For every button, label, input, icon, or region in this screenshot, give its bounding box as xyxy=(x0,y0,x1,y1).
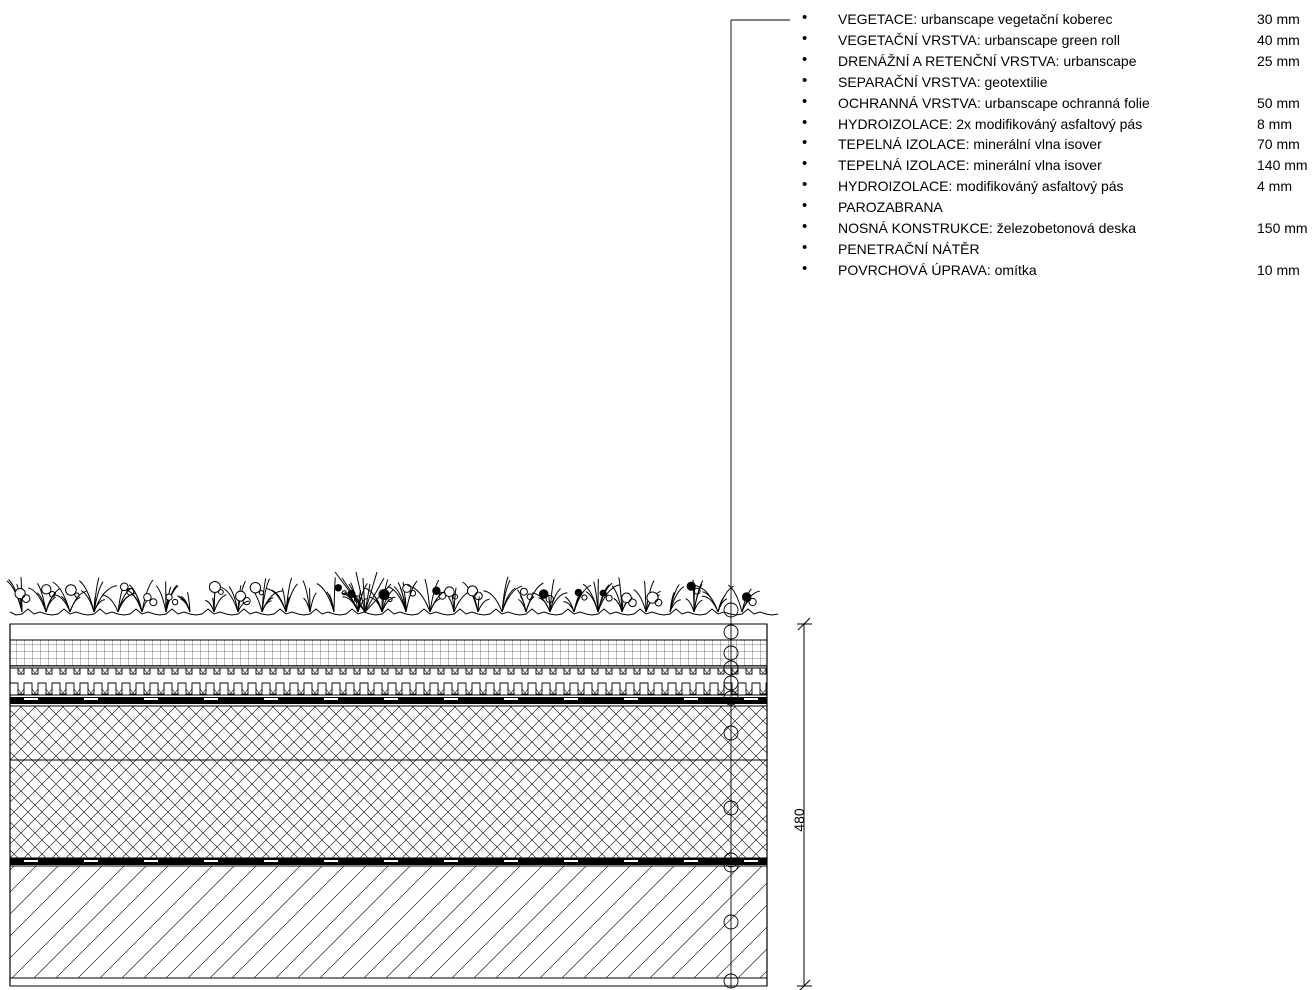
legend-item: • VEGETAČNÍ VRSTVA: urbanscape green roll… xyxy=(802,29,1314,52)
legend-item-thickness: 140 mm xyxy=(1257,157,1308,174)
legend-item-thickness: 8 mm xyxy=(1257,115,1292,132)
bullet-icon: • xyxy=(802,218,808,235)
bullet-icon: • xyxy=(802,29,808,47)
legend-item-name: VEGETACE: urbanscape vegetační koberec xyxy=(838,11,1113,27)
legend-item: • NOSNÁ KONSTRUKCE: železobetonová deska 1… xyxy=(802,218,1314,240)
bullet-icon: • xyxy=(802,197,808,215)
legend-item-name: OCHRANNÁ VRSTVA: urbanscape ochranná fol… xyxy=(838,94,1150,111)
legend-item: • TEPELNÁ IZOLACE: minerální vlna isover 7… xyxy=(802,134,1314,156)
vegetation-illustration xyxy=(6,571,779,616)
legend-item-name: TEPELNÁ IZOLACE: minerální vlna isover xyxy=(838,136,1102,153)
legend-item-thickness: 150 mm xyxy=(1257,220,1308,236)
bullet-icon: • xyxy=(802,50,808,68)
bullet-icon: • xyxy=(802,259,808,277)
vapour-barrier-layer xyxy=(10,858,767,865)
legend-item: • DRENÁŽNÍ A RETENČNÍ VRSTVA: urbanscape 2… xyxy=(802,50,1314,73)
bullet-icon: • xyxy=(802,9,808,26)
legend-item-thickness: 4 mm xyxy=(1257,178,1292,195)
legend-item-thickness: 40 mm xyxy=(1257,31,1300,48)
bullet-icon: • xyxy=(802,113,808,131)
legend-item-name: HYDROIZOLACE: 2x modifikováný asfaltový … xyxy=(838,115,1143,132)
legend-item: • SEPARAČNÍ VRSTVA: geotextilie xyxy=(802,71,1314,94)
legend-item-thickness: 70 mm xyxy=(1257,136,1300,153)
insulation-layer-2 xyxy=(9,759,768,859)
layer-section xyxy=(9,623,768,987)
legend-item-thickness: 10 mm xyxy=(1257,261,1300,278)
bullet-icon: • xyxy=(802,238,808,256)
bullet-icon: • xyxy=(802,176,808,194)
insulation-layer-1 xyxy=(9,705,768,761)
bullet-icon: • xyxy=(802,92,808,110)
legend-item-name: POVRCHOVÁ ÚPRAVA: omítka xyxy=(838,261,1037,278)
legend-item-name: DRENÁŽNÍ A RETENČNÍ VRSTVA: urbanscape xyxy=(838,52,1137,69)
dimension-label: 480 xyxy=(791,808,807,832)
drainage-layer xyxy=(9,667,768,696)
legend-item: • POVRCHOVÁ ÚPRAVA: omítka 10 mm xyxy=(802,259,1314,282)
legend-item-name: SEPARAČNÍ VRSTVA: geotextilie xyxy=(838,73,1048,90)
legend-item: • TEPELNÁ IZOLACE: minerální vlna isover 1… xyxy=(802,155,1314,177)
legend-item-name: HYDROIZOLACE: modifikováný asfaltový pás xyxy=(838,178,1124,195)
legend-item-name: PAROZABRANA xyxy=(838,199,943,216)
legend-item: • OCHRANNÁ VRSTVA: urbanscape ochranná fo… xyxy=(802,92,1314,115)
legend-item-name: NOSNÁ KONSTRUKCE: železobetonová deska xyxy=(838,220,1137,236)
legend-item: • VEGETACE: urbanscape vegetační koberec 3… xyxy=(802,9,1314,31)
legend-item-name: VEGETAČNÍ VRSTVA: urbanscape green roll xyxy=(838,31,1120,48)
legend-item-name: TEPELNÁ IZOLACE: minerální vlna isover xyxy=(838,157,1102,174)
bullet-icon: • xyxy=(802,134,808,152)
legend-item-name: PENETRAČNÍ NÁTĚR xyxy=(838,240,980,257)
green-roll-layer xyxy=(9,639,768,667)
bullet-icon: • xyxy=(802,71,808,89)
legend-item: • PAROZABRANA xyxy=(802,197,1314,219)
plaster-layer xyxy=(9,977,768,987)
legend-item: • HYDROIZOLACE: modifikováný asfaltový pá… xyxy=(802,176,1314,198)
legend-item: • PENETRAČNÍ NÁTĚR xyxy=(802,238,1314,261)
substrate-layer xyxy=(9,623,768,641)
legend-item: • HYDROIZOLACE: 2x modifikováný asfaltový… xyxy=(802,113,1314,136)
layer-markers xyxy=(723,19,790,989)
legend-item-thickness: 25 mm xyxy=(1257,52,1300,69)
waterproofing-layer xyxy=(10,697,767,704)
legend-item-thickness: 50 mm xyxy=(1257,94,1300,111)
bullet-icon: • xyxy=(802,155,808,173)
legend-item-thickness: 30 mm xyxy=(1257,11,1300,27)
concrete-slab-layer xyxy=(9,865,768,979)
dimension-line xyxy=(797,617,812,990)
